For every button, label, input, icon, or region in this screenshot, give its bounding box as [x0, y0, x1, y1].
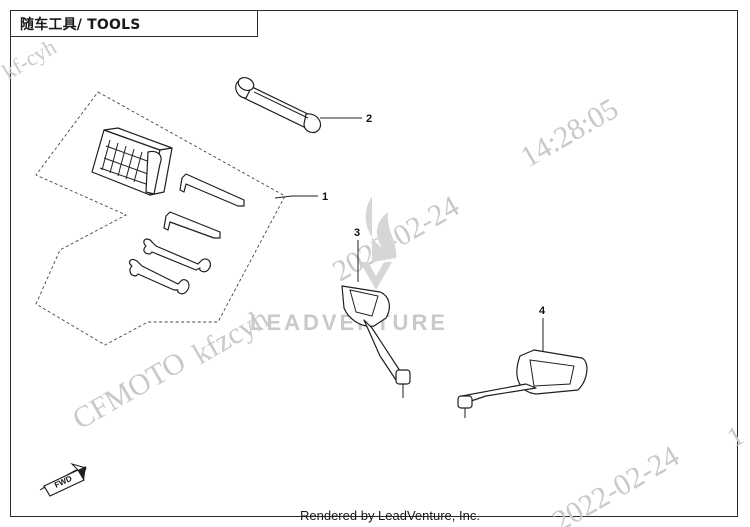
watermark-time: 14:28:05	[515, 92, 624, 174]
callout-2: 2	[366, 113, 372, 125]
watermark-edge-digit: 1	[722, 420, 750, 454]
diagram-frame	[10, 10, 738, 517]
fwd-arrow-icon: FWD	[39, 462, 87, 497]
bolt-pin-part-2	[235, 76, 321, 134]
title-box	[10, 10, 258, 37]
wrench-upper	[143, 238, 212, 273]
tool-pouch	[91, 127, 173, 196]
watermark-date-bottom: 2022-02-24	[547, 439, 685, 527]
callout-1-leader	[274, 195, 318, 199]
watermark-brand: CFMOTO	[67, 345, 191, 436]
hex-key-small	[163, 211, 221, 239]
footer-credit: Rendered by LeadVenture, Inc.	[300, 508, 480, 523]
diagram-title: 随车工具/ TOOLS	[20, 17, 141, 33]
watermark-user-top: kf-cyh	[0, 34, 60, 84]
callout-1: 1	[322, 191, 328, 203]
callout-3: 3	[354, 227, 360, 239]
tool-kit-outline	[35, 91, 286, 346]
rear-mirror-right-part-4	[457, 349, 588, 418]
watermark-date: 2022-02-24	[327, 189, 465, 288]
hex-key-large	[179, 173, 245, 207]
callout-4: 4	[539, 305, 546, 317]
rear-mirror-left-part-3	[341, 285, 411, 398]
wrench-lower	[128, 258, 190, 295]
